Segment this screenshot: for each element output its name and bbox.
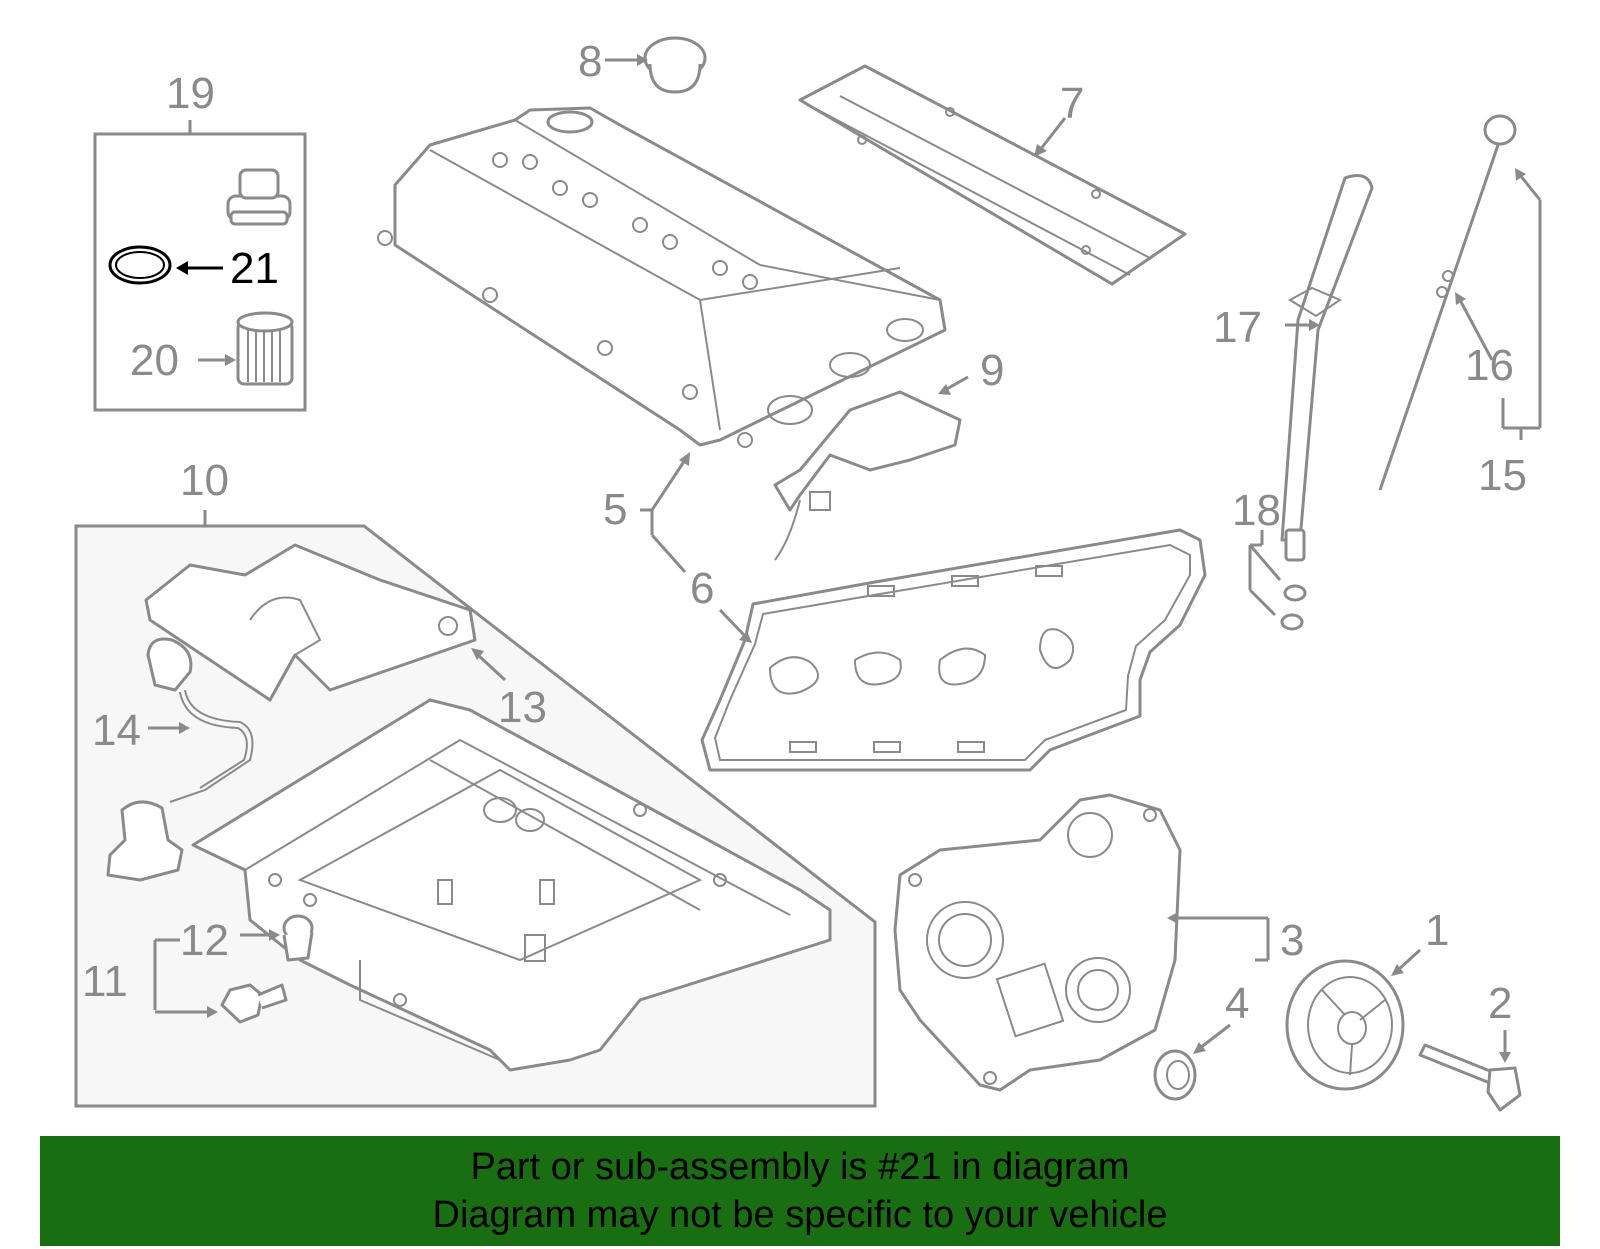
timing-cover-3 (893, 793, 1270, 1092)
callout-21[interactable]: 21 (230, 244, 279, 293)
oil-level-sensor-14 (106, 637, 254, 882)
callout-6: 6 (690, 564, 714, 613)
callout-15-16-bracket (1501, 168, 1542, 440)
oil-filter-element-20 (198, 311, 294, 386)
callout-5-6-leaders (640, 452, 752, 643)
callout-18: 18 (1232, 486, 1281, 535)
callout-16: 16 (1465, 341, 1514, 390)
banner-line-1: Part or sub-assembly is #21 in diagram (470, 1146, 1130, 1188)
engine-cover-7 (798, 64, 1187, 286)
dipstick-tube-17 (1280, 174, 1374, 562)
callout-14: 14 (92, 706, 141, 755)
callout-12: 12 (180, 916, 229, 965)
callout-15: 15 (1478, 451, 1527, 500)
valve-cover-gasket-6 (700, 528, 1207, 772)
info-banner: Part or sub-assembly is #21 in diagram D… (40, 1136, 1560, 1246)
callout-11: 11 (82, 957, 128, 1006)
callout-4: 4 (1225, 979, 1249, 1028)
dipstick-16 (1378, 114, 1517, 491)
callout-8: 8 (578, 37, 602, 86)
crankshaft-pulley-1 (1285, 948, 1422, 1091)
oil-pan-baffle-13 (144, 543, 507, 702)
group-19-box (93, 120, 307, 412)
oil-filter-o-ring-21[interactable] (108, 245, 223, 285)
callout-17: 17 (1213, 303, 1262, 352)
callout-19: 19 (166, 69, 215, 118)
callout-3: 3 (1280, 916, 1304, 965)
callout-20: 20 (130, 336, 179, 385)
callout-labels: 1 2 3 4 5 6 7 8 9 10 11 12 13 14 15 16 1… (82, 37, 1527, 1028)
banner-line-2: Diagram may not be specific to your vehi… (432, 1194, 1168, 1236)
pulley-bolt-2 (1418, 1030, 1522, 1112)
callout-7: 7 (1060, 79, 1084, 128)
drain-plug-12 (240, 914, 314, 962)
oil-filler-cap-8 (605, 36, 707, 94)
valve-cover-5 (377, 106, 947, 448)
oil-pan (191, 698, 832, 1072)
oil-filter-cap (226, 168, 292, 226)
callout-5: 5 (603, 485, 627, 534)
callout-9: 9 (980, 346, 1004, 395)
callout-2: 2 (1488, 979, 1512, 1028)
o-rings-18 (1248, 530, 1307, 631)
callout-1: 1 (1425, 906, 1449, 955)
drain-plug-11 (153, 938, 288, 1024)
front-seal-4 (1153, 1023, 1231, 1101)
callout-13: 13 (498, 683, 547, 732)
callout-10: 10 (180, 456, 229, 505)
pcv-harness-9 (773, 375, 969, 561)
